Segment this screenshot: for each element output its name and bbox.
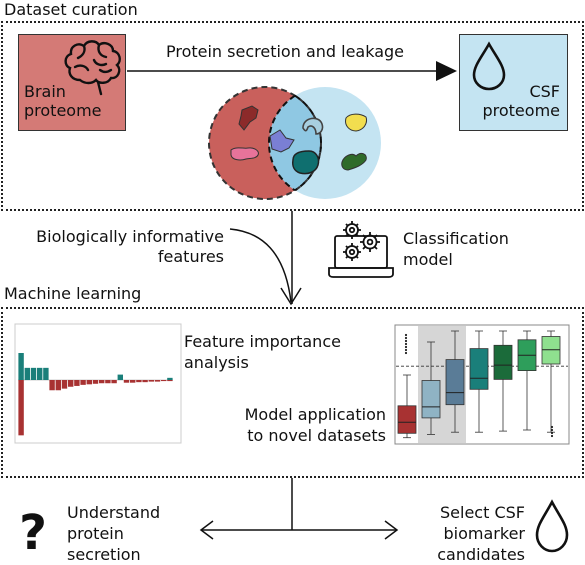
csf-label-line2: proteome: [482, 101, 560, 120]
outcome-arrowhead-left: [199, 520, 214, 540]
importance-bar: [123, 380, 130, 383]
model-application-boxplot: [396, 326, 568, 443]
importance-bar: [161, 380, 167, 382]
secretion-arrow-label: Protein secretion and leakage: [165, 42, 405, 61]
box: [541, 336, 561, 365]
box: [397, 405, 417, 434]
csf-proteome-box: [459, 34, 568, 131]
importance-bar: [167, 377, 173, 380]
feature-importance-label-line1: Feature importance: [184, 332, 341, 351]
venn-overlap-outline: [294, 94, 322, 192]
machine-learning-panel: [1, 307, 584, 478]
box: [445, 359, 465, 406]
importance-bar: [154, 380, 161, 382]
brain-label-line1: Brain: [24, 82, 66, 101]
laptop-gears-icon: [328, 221, 394, 278]
question-mark-icon: ?: [19, 505, 47, 561]
importance-bar: [30, 367, 37, 380]
feature-importance-label-line2: analysis: [184, 353, 249, 372]
importance-bar: [99, 380, 105, 384]
importance-bar: [68, 380, 74, 387]
droplet-icon: [472, 41, 506, 91]
outlier-point: [404, 336, 408, 340]
droplet-icon-bottom: [535, 499, 569, 553]
outlier-point: [550, 428, 554, 432]
outlier-point: [404, 342, 408, 346]
features-arrowhead: [280, 287, 302, 306]
importance-bar: [80, 380, 86, 385]
protein-shape-yellow: [345, 113, 367, 132]
select-label-line1: Select CSF: [440, 503, 525, 522]
features-curved-arrow: [229, 228, 292, 303]
outlier-point: [404, 333, 408, 337]
importance-bar: [37, 367, 43, 380]
importance-bar: [86, 380, 92, 385]
dataset-curation-panel: [1, 21, 584, 211]
importance-bar: [61, 380, 68, 389]
importance-bar: [111, 380, 117, 384]
features-label-line1: Biologically informative: [36, 227, 224, 246]
outlier-point: [404, 345, 408, 349]
box: [421, 380, 441, 419]
protein-shape-purple: [269, 129, 295, 153]
box: [469, 348, 489, 390]
model-application-label-line1: Model application: [244, 405, 386, 424]
model-application-label-line2: to novel datasets: [247, 426, 386, 445]
protein-shape-green: [341, 152, 367, 171]
secretion-arrowhead: [436, 61, 457, 81]
outlier-point: [404, 351, 408, 355]
importance-bar: [92, 380, 99, 384]
outcome-arrowhead-right: [384, 520, 399, 540]
features-label-line2: features: [157, 247, 224, 266]
protein-shape-teal: [292, 150, 320, 175]
importance-bar: [18, 353, 24, 380]
understand-label-line3: secretion: [67, 545, 141, 564]
feature-importance-chart: [18, 353, 173, 436]
importance-bar: [136, 380, 142, 383]
venn-overlap-outline-left: [268, 94, 296, 192]
select-label-line3: candidates: [437, 545, 525, 564]
section-title-machine-learning: Machine learning: [4, 284, 142, 303]
importance-bar: [55, 380, 61, 391]
importance-bar: [105, 380, 111, 384]
outlier-point: [550, 431, 554, 435]
outlier-point: [550, 425, 554, 429]
importance-bar: [117, 374, 123, 380]
importance-bar: [24, 367, 30, 380]
brain-label-line2: proteome: [24, 101, 102, 120]
importance-bar: [148, 380, 154, 382]
importance-bar: [49, 380, 55, 391]
classification-label-line1: Classification: [403, 229, 509, 248]
importance-bar: [43, 367, 49, 380]
importance-bar: [74, 380, 80, 386]
importance-bar: [142, 380, 148, 383]
importance-bar: [130, 380, 136, 383]
understand-label-line2: protein: [67, 524, 124, 543]
outlier-point: [550, 434, 554, 438]
protein-shape-ring: [302, 117, 324, 135]
venn-brain-outline: [208, 86, 322, 200]
understand-label-line1: Understand: [67, 503, 161, 522]
importance-bar: [167, 380, 173, 382]
brain-icon: [64, 40, 121, 96]
classification-label-line2: model: [403, 250, 453, 269]
outlier-point: [404, 339, 408, 343]
select-label-line2: biomarker: [443, 524, 525, 543]
venn-diagram: [208, 86, 381, 200]
protein-shape-pink: [230, 147, 259, 161]
csf-label-line1: CSF: [529, 82, 560, 101]
importance-bar: [18, 380, 24, 436]
outlier-point: [404, 348, 408, 352]
section-title-dataset-curation: Dataset curation: [4, 0, 138, 19]
protein-shape-dark-red: [238, 105, 259, 131]
box: [493, 344, 513, 380]
